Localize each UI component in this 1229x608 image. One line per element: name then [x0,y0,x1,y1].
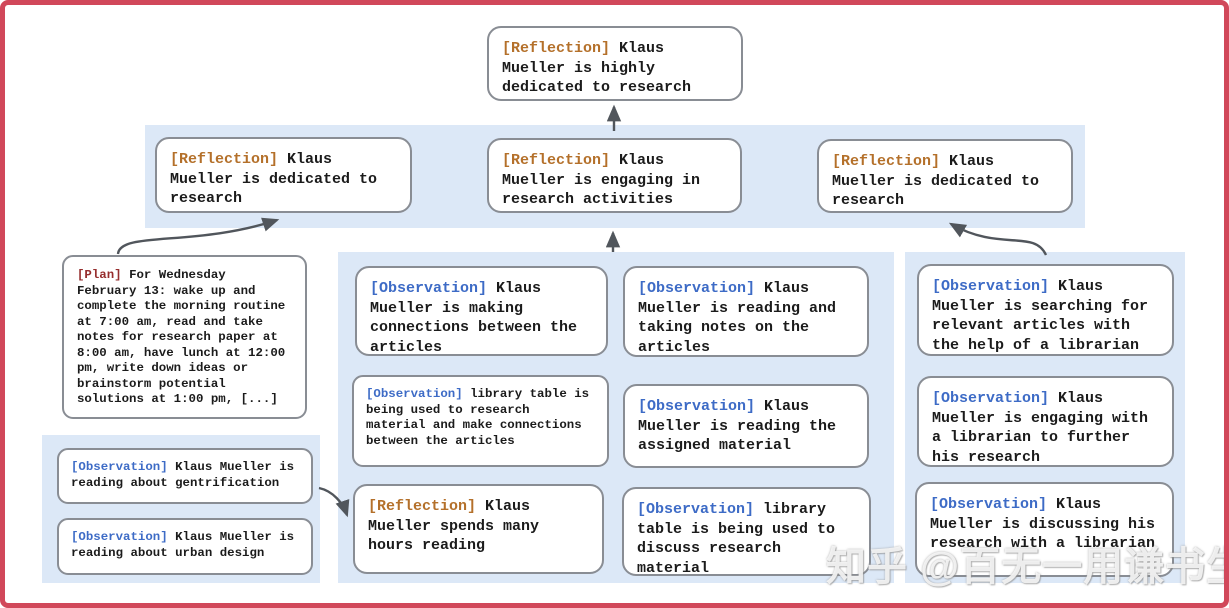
node-text: Klaus Mueller is reading about gentrific… [71,460,295,490]
observation-tag: [Observation] [71,460,168,474]
node-text: library table is being used to discuss r… [637,501,836,577]
node-text: Klaus Mueller is dedicated to research [170,151,378,207]
reflection-tag: [Reflection] [502,40,611,57]
node-text: Klaus Mueller is reading the assigned ma… [638,398,837,454]
observation-tag: [Observation] [370,280,488,297]
observation-tag: [Observation] [71,530,168,544]
node-observation-searching-articles: [Observation] Klaus Mueller is searching… [917,264,1174,356]
reflection-tag: [Reflection] [502,152,611,169]
node-text: Klaus Mueller is discussing his research… [930,496,1156,552]
plan-tag: [Plan] [77,268,122,282]
node-text: Klaus Mueller is reading and taking note… [638,280,837,356]
node-observation-gentrification: [Observation] Klaus Mueller is reading a… [57,448,313,504]
node-observation-assigned-material: [Observation] Klaus Mueller is reading t… [623,384,869,468]
node-observation-making-connections: [Observation] Klaus Mueller is making co… [355,266,608,356]
node-text: Klaus Mueller is highly dedicated to res… [502,40,692,96]
node-reflection-center: [Reflection] Klaus Mueller is engaging i… [487,138,742,213]
node-text: For Wednesday February 13: wake up and c… [77,268,286,406]
node-text: Klaus Mueller is dedicated to research [832,153,1040,209]
observation-tag: [Observation] [932,278,1050,295]
reflection-tag: [Reflection] [832,153,941,170]
node-reflection-hours-reading: [Reflection] Klaus Mueller spends many h… [353,484,604,574]
node-reflection-top: [Reflection] Klaus Mueller is highly ded… [487,26,743,101]
observation-tag: [Observation] [930,496,1048,513]
node-text: Klaus Mueller is searching for relevant … [932,278,1149,354]
node-text: Klaus Mueller is reading about urban des… [71,530,295,560]
node-text: Klaus Mueller is making connections betw… [370,280,578,356]
node-text: Klaus Mueller spends many hours reading [368,498,540,554]
node-observation-library-table-research: [Observation] library table is being use… [352,375,609,467]
observation-tag: [Observation] [637,501,755,518]
reflection-tag: [Reflection] [368,498,477,515]
zhihu-watermark: 知乎 @百无一用谦书生 [826,545,1229,589]
observation-tag: [Observation] [638,280,756,297]
observation-tag: [Observation] [366,387,463,401]
reflection-tag: [Reflection] [170,151,279,168]
observation-tag: [Observation] [932,390,1050,407]
node-observation-discussing-librarian: [Observation] Klaus Mueller is discussin… [915,482,1174,577]
node-observation-taking-notes: [Observation] Klaus Mueller is reading a… [623,266,869,357]
node-reflection-left: [Reflection] Klaus Mueller is dedicated … [155,137,412,213]
arrow-right-to-reflection-right [948,222,1048,256]
node-reflection-right: [Reflection] Klaus Mueller is dedicated … [817,139,1073,213]
node-text: Klaus Mueller is engaging with a librari… [932,390,1149,466]
node-observation-engaging-librarian: [Observation] Klaus Mueller is engaging … [917,376,1174,467]
node-observation-library-table-discuss: [Observation] library table is being use… [622,487,871,577]
node-text: Klaus Mueller is engaging in research ac… [502,152,701,208]
node-observation-urban-design: [Observation] Klaus Mueller is reading a… [57,518,313,575]
node-text: library table is being used to research … [366,387,590,448]
observation-tag: [Observation] [638,398,756,415]
node-plan: [Plan] For Wednesday February 13: wake u… [62,255,307,419]
